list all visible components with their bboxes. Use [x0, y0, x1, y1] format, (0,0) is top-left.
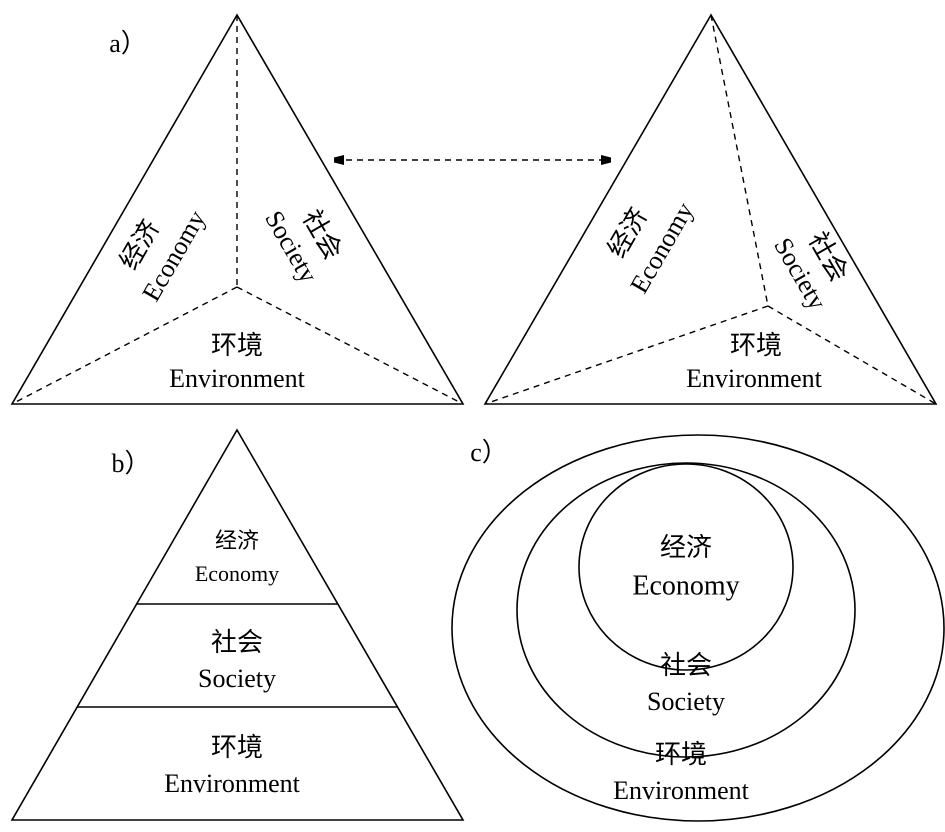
- panel-b-pyramid: b） 经济 Economy 社会 Society 环境 Environment: [10, 428, 465, 821]
- environment-en: Environment: [613, 776, 750, 805]
- society-en: Society: [647, 687, 725, 716]
- society-zh: 社会: [660, 651, 712, 680]
- society-en: Society: [198, 664, 276, 693]
- society-zh: 社会: [211, 628, 263, 657]
- panel-a-label: a）: [109, 29, 147, 58]
- panel-c-nested-circles: c） 经济 Economy 社会 Society 环境 Environment: [451, 434, 945, 822]
- divider-dashed: [484, 305, 769, 405]
- environment-ellipse: [451, 434, 945, 822]
- environment-zh: 环境: [211, 331, 263, 360]
- pyramid-outline: [10, 428, 465, 821]
- environment-zh: 环境: [655, 740, 707, 769]
- panel-a-right-triangle: 经济 Economy 社会 Society 环境 Environment: [483, 13, 938, 405]
- divider-dashed: [236, 286, 464, 405]
- economy-en: Economy: [632, 570, 739, 601]
- economy-zh: 经济: [215, 528, 259, 553]
- environment-en: Environment: [164, 769, 301, 798]
- economy-ellipse: [578, 463, 794, 671]
- triangle-outline: [10, 13, 465, 405]
- divider-dashed: [11, 286, 238, 405]
- panel-c-label: c）: [470, 438, 508, 467]
- divider-dashed: [710, 14, 769, 307]
- economy-zh: 经济: [660, 533, 712, 562]
- environment-zh: 环境: [211, 733, 263, 762]
- society-ellipse: [516, 462, 856, 758]
- triangle-outline: [483, 13, 938, 405]
- environment-en: Environment: [686, 364, 823, 393]
- environment-zh: 环境: [730, 331, 782, 360]
- economy-en: Economy: [195, 561, 279, 586]
- environment-en: Environment: [169, 364, 306, 393]
- panel-a-left-triangle: a） 经济 Economy 社会 Society 环境 Environment: [10, 13, 465, 405]
- panel-b-label: b）: [111, 449, 150, 478]
